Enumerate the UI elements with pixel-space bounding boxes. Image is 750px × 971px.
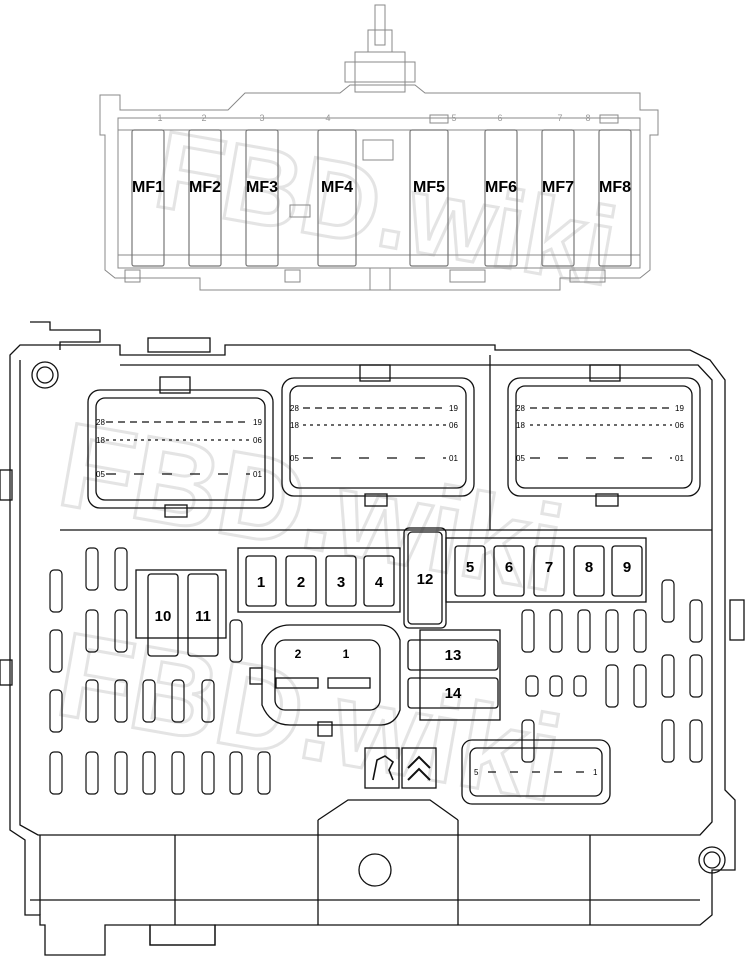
mf4-fuse: [317, 129, 357, 267]
pin-label: 28: [516, 404, 525, 413]
fuse-14: [407, 677, 499, 709]
mf6-fuse: [484, 129, 518, 267]
small-connector-pin-right: 1: [593, 768, 598, 777]
fuse-11-label: 11: [195, 608, 211, 625]
relay-pin-1: 1: [343, 647, 350, 661]
mf5-fuse: [409, 129, 449, 267]
connector-1-pins: 28 19 18 06 05 01: [96, 418, 262, 479]
slot-number: 4: [325, 113, 330, 123]
fuse-9-label: 9: [623, 559, 631, 576]
mf3-fuse: [245, 129, 279, 267]
fuse-4-label: 4: [375, 574, 384, 591]
fuse-10: [147, 573, 179, 657]
fuse-1: [245, 555, 277, 607]
mf2-fuse: [188, 129, 222, 267]
mf2-label: MF2: [189, 179, 221, 196]
slot-number: 2: [201, 113, 206, 123]
fuse-8-label: 8: [585, 559, 593, 576]
fuse-5-label: 5: [466, 559, 474, 576]
pin-label: 05: [516, 454, 525, 463]
fuse-10-label: 10: [155, 608, 172, 625]
fuse-7: [533, 545, 565, 597]
pin-label: 01: [253, 470, 262, 479]
fuse-3: [325, 555, 357, 607]
slot-number: 7: [557, 113, 562, 123]
fuse-5: [454, 545, 486, 597]
fuse-12: [407, 531, 443, 625]
mf3-label: MF3: [246, 179, 278, 196]
mf8-label: MF8: [599, 179, 631, 196]
pin-label: 06: [449, 421, 458, 430]
fuse-4: [363, 555, 395, 607]
top-slot-numbers: 1 2 3 4 5 6 7 8: [157, 113, 590, 123]
slot-number: 3: [259, 113, 264, 123]
pin-label: 28: [96, 418, 105, 427]
pin-label: 18: [290, 421, 299, 430]
mf7-fuse: [541, 129, 575, 267]
fuse-12-label: 12: [417, 571, 434, 588]
pin-label: 19: [449, 404, 458, 413]
top-mount-tab: [147, 337, 211, 353]
fuse-13-label: 13: [445, 647, 462, 664]
fuse-1-label: 1: [257, 574, 265, 591]
pin-label: 18: [516, 421, 525, 430]
lion-logo-icon: [364, 747, 400, 789]
connector-3: [507, 364, 701, 507]
fuse-9: [611, 545, 643, 597]
slot-number: 6: [497, 113, 502, 123]
mf4-label: MF4: [321, 179, 353, 196]
small-connector-pin-left: 5: [474, 768, 479, 777]
pin-label: 06: [253, 436, 262, 445]
connector-3-pins: 28 19 18 06 05 01: [516, 404, 684, 463]
connector-2-pins: 28 19 18 06 05 01: [290, 404, 458, 463]
slot-number: 1: [157, 113, 162, 123]
brand-logos: [364, 747, 437, 789]
fuse-11: [187, 573, 219, 657]
fuse-7-label: 7: [545, 559, 553, 576]
slot-number: 8: [585, 113, 590, 123]
fuse-labels: 1 2 3 4 12 5 6 7 8 9 10 11 13 14: [155, 559, 632, 702]
connector-2: [281, 364, 475, 507]
small-connector: [461, 739, 611, 805]
connector-1: [87, 376, 274, 518]
fuse-13: [407, 639, 499, 671]
mf-labels: MF1 MF2 MF3 MF4 MF5 MF6 MF7 MF8: [132, 179, 631, 196]
pin-label: 28: [290, 404, 299, 413]
fuse-6-label: 6: [505, 559, 513, 576]
chevron-logo-icon: [401, 747, 437, 789]
relay-socket: [249, 624, 401, 737]
mf1-fuse: [131, 129, 165, 267]
fuse-2: [285, 555, 317, 607]
fuse-6: [493, 545, 525, 597]
pin-label: 05: [96, 470, 105, 479]
fuse-row-left: [135, 527, 647, 721]
pin-label: 01: [675, 454, 684, 463]
mf-fuses: [131, 129, 632, 267]
pin-label: 01: [449, 454, 458, 463]
mf5-label: MF5: [413, 179, 445, 196]
fuse-2-label: 2: [297, 574, 305, 591]
fuse-8: [573, 545, 605, 597]
mf6-label: MF6: [485, 179, 517, 196]
watermark-top: FBD.wiki: [146, 108, 625, 310]
slot-number: 5: [451, 113, 456, 123]
pin-label: 05: [290, 454, 299, 463]
vent-slots: [49, 547, 703, 795]
fuse-3-label: 3: [337, 574, 345, 591]
pin-label: 19: [675, 404, 684, 413]
main-fuse-box: [0, 321, 745, 956]
mf7-label: MF7: [542, 179, 574, 196]
mf8-fuse: [598, 129, 632, 267]
pin-label: 18: [96, 436, 105, 445]
mf1-label: MF1: [132, 179, 164, 196]
pin-label: 19: [253, 418, 262, 427]
pin-label: 06: [675, 421, 684, 430]
relay-pin-2: 2: [295, 647, 302, 661]
fuse-14-label: 14: [445, 685, 462, 702]
